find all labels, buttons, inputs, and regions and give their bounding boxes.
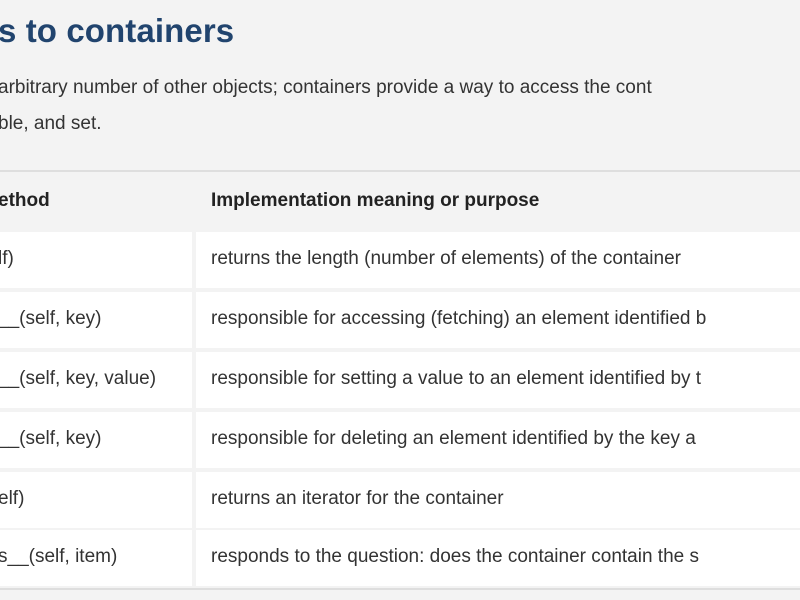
table-row: __(self, key) responsible for accessing … <box>0 292 800 348</box>
table-header-row: ethod Implementation meaning or purpose <box>0 172 800 232</box>
method-text: __(self, key) <box>0 308 102 329</box>
intro-line-2: ble, and set. <box>0 113 102 134</box>
table-row: __(self, key, value) responsible for set… <box>0 352 800 408</box>
method-cell: s__(self, item) <box>0 530 192 586</box>
container-methods-table: ethod Implementation meaning or purpose … <box>0 170 800 590</box>
method-text: __(self, key, value) <box>0 368 157 389</box>
intro-line-1: arbitrary number of other objects; conta… <box>0 77 652 98</box>
purpose-text: returns the length (number of elements) … <box>211 248 681 269</box>
method-cell: __(self, key) <box>0 292 192 348</box>
table-row: __(self, key) responsible for deleting a… <box>0 412 800 468</box>
purpose-cell: responsible for setting a value to an el… <box>196 352 800 408</box>
purpose-cell: returns the length (number of elements) … <box>196 232 800 288</box>
method-cell: elf) <box>0 472 192 528</box>
purpose-text: responsible for accessing (fetching) an … <box>211 308 707 329</box>
method-text: lf) <box>0 248 14 269</box>
purpose-cell: responds to the question: does the conta… <box>196 530 800 586</box>
intro-paragraph: arbitrary number of other objects; conta… <box>0 70 800 142</box>
table-row: s__(self, item) responds to the question… <box>0 530 800 586</box>
header-method: ethod <box>0 190 50 211</box>
purpose-text: returns an iterator for the container <box>211 488 504 509</box>
method-cell: lf) <box>0 232 192 288</box>
purpose-text: responds to the question: does the conta… <box>211 546 699 567</box>
purpose-cell: returns an iterator for the container <box>196 472 800 528</box>
method-cell: __(self, key, value) <box>0 352 192 408</box>
header-purpose: Implementation meaning or purpose <box>211 190 540 211</box>
method-cell: __(self, key) <box>0 412 192 468</box>
method-text: s__(self, item) <box>0 546 118 567</box>
table-row: elf) returns an iterator for the contain… <box>0 472 800 528</box>
purpose-cell: responsible for accessing (fetching) an … <box>196 292 800 348</box>
method-text: elf) <box>0 488 25 509</box>
section-heading: s to containers <box>0 12 235 49</box>
purpose-text: responsible for setting a value to an el… <box>211 368 702 389</box>
purpose-text: responsible for deleting an element iden… <box>211 428 696 449</box>
purpose-cell: responsible for deleting an element iden… <box>196 412 800 468</box>
table-row: lf) returns the length (number of elemen… <box>0 232 800 288</box>
method-text: __(self, key) <box>0 428 102 449</box>
